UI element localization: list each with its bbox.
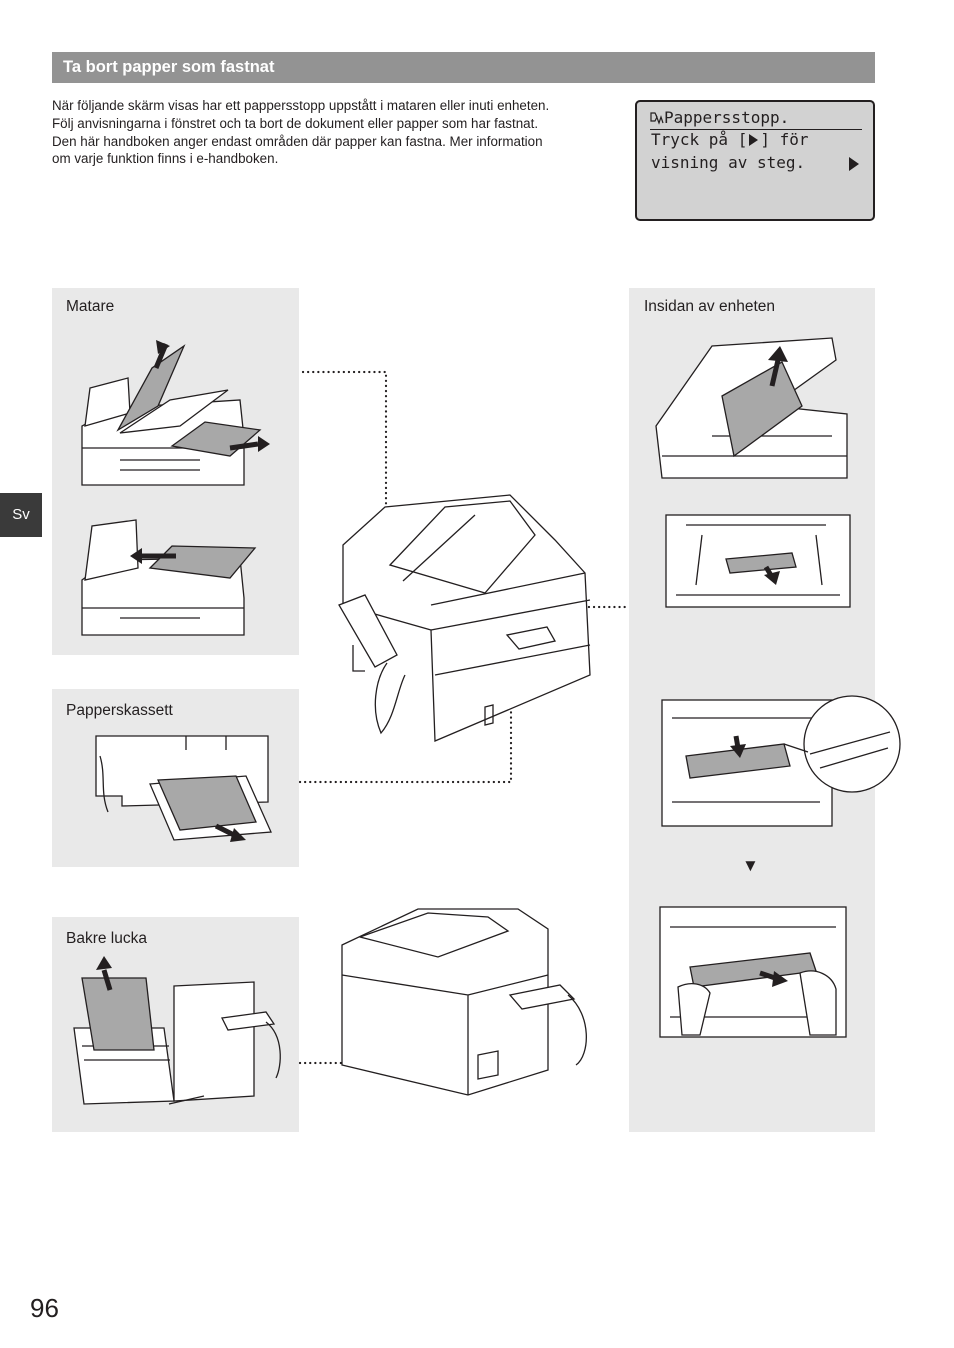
lcd-line-3: visning av steg.: [651, 153, 806, 172]
next-arrow-icon: [849, 157, 859, 171]
inside-toner-illustration: [665, 514, 851, 608]
feeder-label: Matare: [66, 298, 115, 315]
intro-line: När följande skärm visas har ett pappers…: [52, 98, 550, 113]
inside-hands-illustration: [659, 906, 847, 1038]
feeder-pull-illustration: [81, 519, 257, 636]
lcd-jam-text: Pappersstopp.: [664, 108, 790, 127]
paper-jam-icon: [650, 112, 664, 125]
section-header: Ta bort papper som fastnat: [52, 52, 875, 83]
rear-cover-illustration: [73, 956, 281, 1105]
intro-line: om varje funktion finns i e-handboken.: [52, 151, 279, 167]
intro-line: Den här handboken anger endast områden d…: [52, 133, 543, 149]
lcd-line-2: Tryck på [ ] för: [651, 129, 809, 151]
inside-label: Insidan av enheten: [644, 298, 775, 315]
lcd-text: Tryck på [: [651, 130, 748, 149]
page-number: 96: [30, 1293, 59, 1323]
rear-cover-label: Bakre lucka: [66, 930, 147, 947]
feeder-open-illustration: [81, 340, 270, 486]
cassette-illustration: [95, 735, 272, 842]
printer-rear-illustration: [341, 908, 587, 1096]
intro-text: När följande skärm visas har ett pappers…: [52, 97, 622, 168]
intro-line: Följ anvisningarna i fönstret och ta bor…: [52, 115, 539, 131]
lcd-text: ] för: [760, 130, 809, 149]
lcd-line-1: Pappersstopp.: [650, 107, 862, 130]
cassette-label: Papperskassett: [66, 702, 173, 719]
language-tab: Sv: [0, 493, 42, 537]
right-triangle-icon: [749, 134, 759, 146]
lcd-display: Pappersstopp. Tryck på [ ] för visning av…: [635, 100, 875, 221]
printer-front-illustration: [338, 494, 591, 742]
step-down-marker: ▼: [742, 856, 759, 875]
inside-open-illustration: [655, 337, 848, 479]
inside-guide-illustration: [661, 695, 901, 827]
